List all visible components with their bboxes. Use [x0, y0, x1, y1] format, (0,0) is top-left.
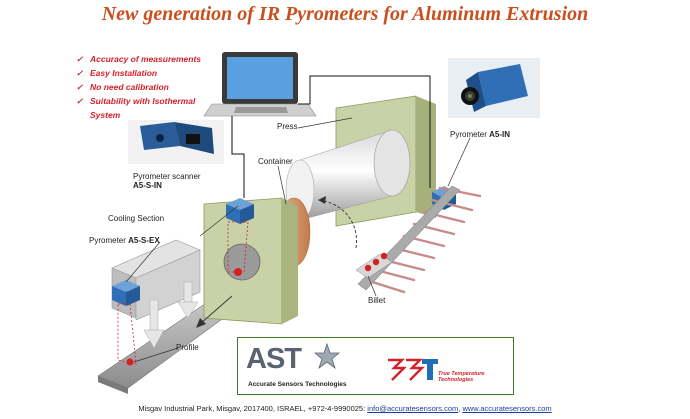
cables — [231, 75, 431, 198]
feature-text-line2: System — [90, 110, 121, 120]
label-scanner-line1: Pyrometer scanner — [133, 172, 201, 181]
feature-item: ✓ Easy Installation — [76, 66, 201, 80]
feature-list: ✓ Accuracy of measurements ✓ Easy Installa… — [76, 52, 201, 122]
scanner-device-icon — [128, 120, 224, 164]
feature-text: Accuracy of measurements — [90, 54, 202, 64]
star-icon — [314, 343, 340, 369]
footer-website-link[interactable]: www.accuratesensors.com — [462, 404, 552, 413]
label-pyrometer-in: Pyrometer A5-IN — [450, 130, 510, 139]
ttt-line1: True Temperature — [438, 371, 485, 377]
label-pyrometer-in-model: A5-IN — [489, 130, 511, 139]
label-cooling-section: Cooling Section — [108, 214, 165, 223]
check-icon: ✓ — [76, 96, 84, 106]
label-billet: Billet — [368, 296, 386, 305]
label-pyrometer-ex-model: A5-S-EX — [128, 236, 160, 245]
die-block — [203, 197, 298, 325]
loader-arm — [355, 185, 461, 291]
label-scanner-model: A5-S-IN — [133, 181, 162, 190]
feature-item: ✓ No need calibration — [76, 80, 201, 94]
feature-item: ✓ Accuracy of measurements — [76, 52, 201, 66]
feature-text: No need calibration — [90, 82, 169, 92]
scanner-sensor — [226, 198, 254, 273]
page-title: New generation of IR Pyrometers for Alum… — [101, 3, 589, 25]
label-pyrometer-ex-prefix: Pyrometer — [89, 236, 126, 245]
footer: Misgav Industrial Park, Misgav, 2017400,… — [0, 404, 690, 413]
ast-logo: AST — [246, 343, 302, 375]
ttt-line2: Technologies — [438, 377, 474, 383]
label-press: Press — [277, 122, 298, 131]
leader-lines — [125, 117, 471, 363]
check-icon: ✓ — [76, 54, 84, 64]
ast-logo-subtitle: Accurate Sensors Technologies — [248, 381, 347, 388]
pyrometer-ex-sensor — [112, 280, 140, 366]
camera-icon — [448, 58, 540, 118]
feature-text: Suitability with Isothermal — [90, 96, 196, 106]
footer-separator: , — [458, 404, 463, 413]
profile-arrow — [199, 295, 233, 325]
label-profile: Profile — [176, 343, 199, 352]
check-icon: ✓ — [76, 82, 84, 92]
label-pyrometer-ex: Pyrometer A5-S-EX — [89, 236, 160, 245]
feature-text: Easy Installation — [90, 68, 158, 78]
label-container: Container — [258, 157, 293, 166]
label-pyrometer-in-prefix: Pyrometer — [450, 130, 487, 139]
laptop-icon — [203, 52, 317, 117]
logo-panel — [237, 337, 514, 395]
footer-email-link[interactable]: info@accuratesensors.com — [367, 404, 459, 413]
footer-address: Misgav Industrial Park, Misgav, 2017400,… — [138, 404, 368, 413]
ttt-logo-mark — [388, 358, 438, 381]
check-icon: ✓ — [76, 68, 84, 78]
